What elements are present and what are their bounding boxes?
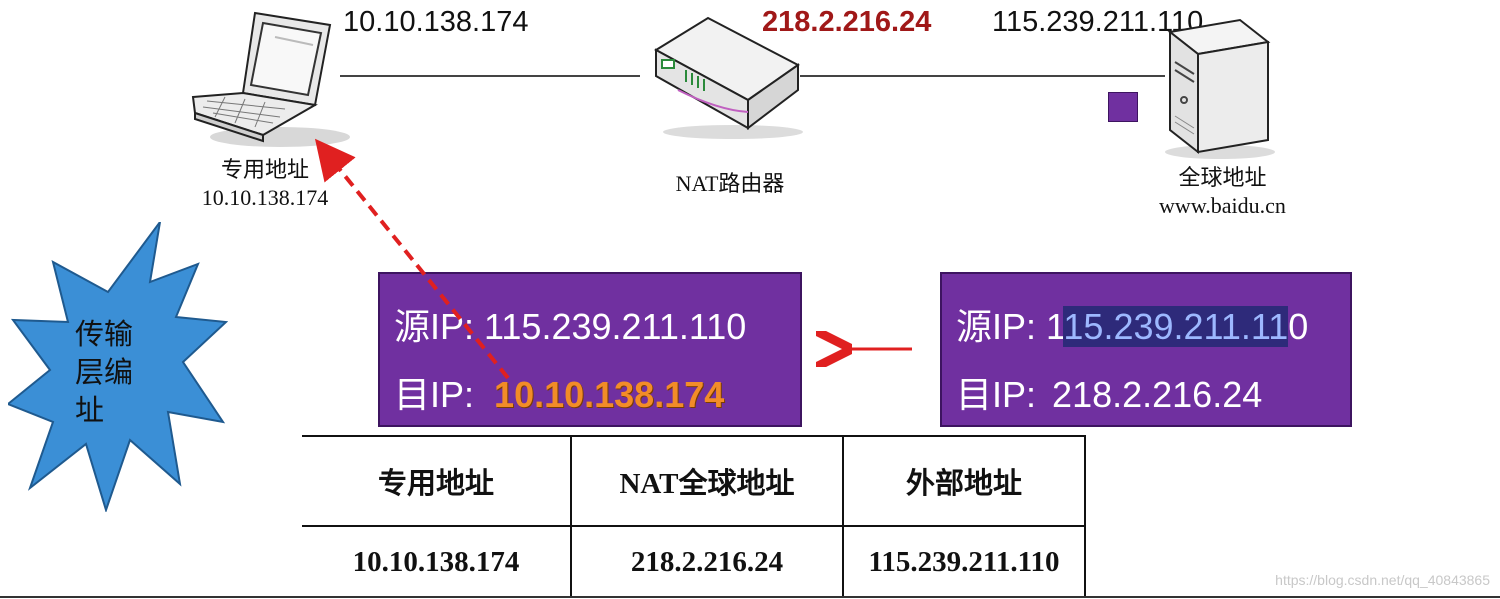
- packet-translated: 源IP: 115.239.211.110 目IP: 10.10.138.174: [378, 272, 802, 427]
- packet-translated-dst: 目IP: 10.10.138.174: [394, 366, 724, 418]
- src-label: 源IP:: [394, 306, 475, 347]
- starburst-shape: [8, 222, 228, 512]
- starburst-line-3: 址: [75, 395, 105, 427]
- nat-table: 专用地址 NAT全球地址 外部地址 10.10.138.174 218.2.21…: [302, 435, 1086, 597]
- laptop-ip-label: 10.10.138.174: [343, 6, 529, 38]
- header-private: 专用地址: [302, 435, 572, 527]
- router-label: NAT路由器: [675, 171, 785, 196]
- server-label-text: 全球地址: [1178, 165, 1267, 190]
- bottom-rule: [0, 596, 1500, 598]
- header-external: 外部地址: [843, 435, 1086, 527]
- table-row: 10.10.138.174 218.2.216.24 115.239.211.1…: [302, 526, 1086, 597]
- dst-value: 218.2.216.24: [1052, 374, 1263, 415]
- starburst-label: 传输 层编 址: [75, 316, 133, 430]
- router-ip-label: 218.2.216.24: [762, 6, 932, 38]
- src-value: 115.239.211.110: [484, 306, 747, 347]
- cell-private: 10.10.138.174: [302, 526, 572, 597]
- src-label: 源IP:: [956, 306, 1037, 347]
- watermark: https://blog.csdn.net/qq_40843865: [1275, 572, 1490, 588]
- starburst-line-2: 层编: [75, 357, 134, 389]
- cell-nat-global: 218.2.216.24: [571, 526, 844, 597]
- src-value-selection: 15.239.211.11: [1063, 306, 1289, 347]
- cell-external: 115.239.211.110: [843, 526, 1086, 597]
- dst-label: 目IP:: [956, 374, 1037, 415]
- router-icon: [654, 16, 803, 139]
- laptop-label-text: 专用地址: [220, 157, 309, 182]
- server-icon: [1165, 18, 1275, 159]
- server-ip-label: 115.239.211.110: [992, 6, 1204, 38]
- server-label: 全球地址 www.baidu.cn: [1135, 164, 1310, 220]
- starburst-line-1: 传输: [75, 319, 134, 351]
- laptop-label: 专用地址 10.10.138.174: [185, 156, 345, 212]
- laptop-label-ip: 10.10.138.174: [201, 185, 329, 210]
- src-value-start: 1: [1046, 306, 1064, 347]
- packet-marker: [1108, 92, 1138, 122]
- dst-label: 目IP:: [394, 374, 475, 415]
- packet-original-dst: 目IP: 218.2.216.24: [956, 366, 1262, 418]
- src-value: 115.239.211.110: [1046, 306, 1308, 347]
- server-label-host: www.baidu.cn: [1159, 193, 1286, 218]
- dst-value-highlighted: 10.10.138.174: [494, 374, 725, 415]
- header-nat-global: NAT全球地址: [571, 435, 844, 527]
- packet-original-src: 源IP: 115.239.211.110: [956, 298, 1308, 350]
- delivery-arrow: [314, 138, 510, 380]
- packet-original: 源IP: 115.239.211.110 目IP: 218.2.216.24: [940, 272, 1352, 427]
- src-value-end: 0: [1288, 306, 1309, 347]
- packet-translated-src: 源IP: 115.239.211.110: [394, 298, 746, 350]
- table-header-row: 专用地址 NAT全球地址 外部地址: [302, 435, 1086, 527]
